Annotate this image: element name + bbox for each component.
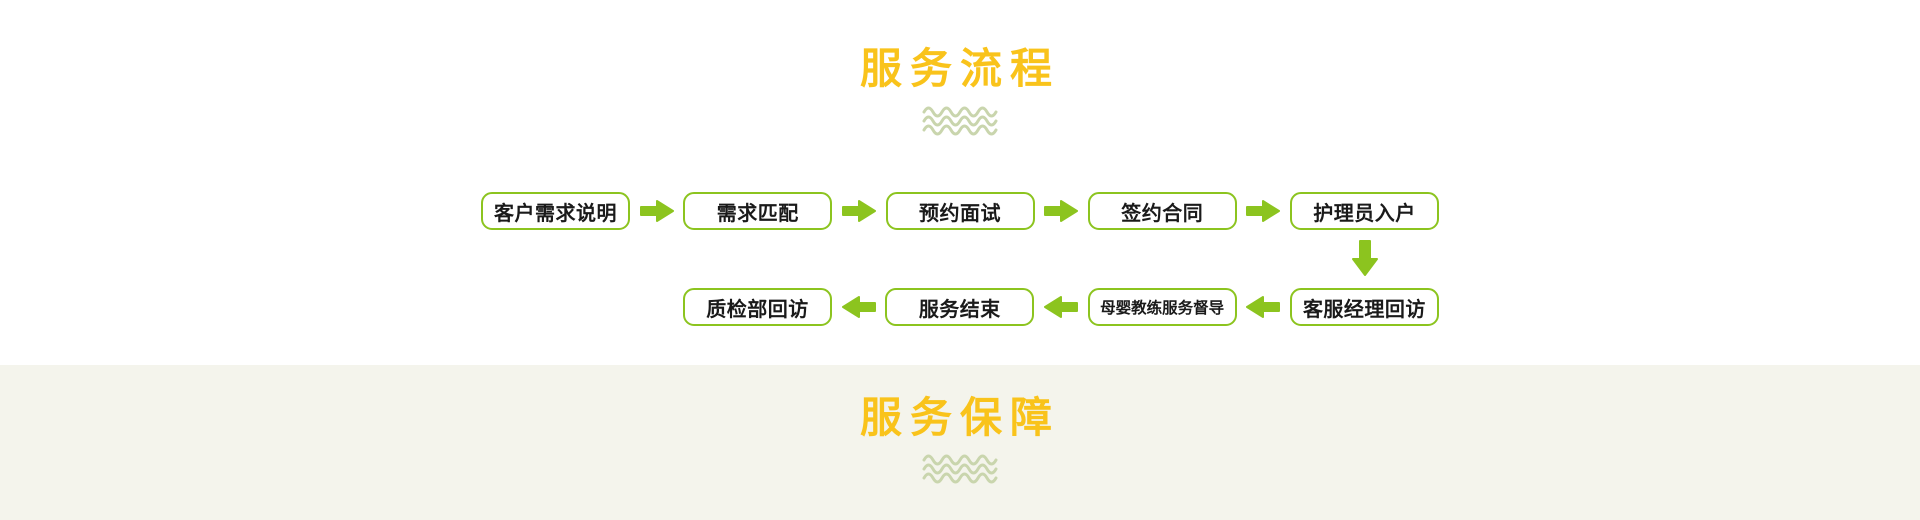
wave-icon: [0, 454, 1920, 484]
arrow-down-icon: [1352, 240, 1378, 276]
service-process-section: 服务流程 客户需求说明 需求匹配: [0, 45, 1920, 326]
flow-row-return: 质检部回访 服务结束 母婴教练服务督导: [683, 288, 1439, 326]
flow-connector-down: [481, 240, 1439, 276]
wave-icon: [0, 106, 1920, 136]
arrow-right-icon: [639, 199, 674, 223]
flow-row-forward: 客户需求说明 需求匹配 预约面试: [481, 192, 1439, 230]
arrow-right-icon: [841, 199, 876, 223]
flow-diagram: 客户需求说明 需求匹配 预约面试: [481, 192, 1439, 326]
arrow-right-icon: [1044, 199, 1079, 223]
flow-step-manager-follow-up: 客服经理回访: [1289, 288, 1439, 326]
flow-step-coach-supervision: 母婴教练服务督导: [1087, 288, 1237, 326]
arrow-left-icon: [841, 295, 876, 319]
guarantee-section-title: 服务保障: [859, 394, 1060, 441]
flow-step-interview-appointment: 预约面试: [885, 192, 1035, 230]
flow-step-qc-follow-up: 质检部回访: [683, 288, 832, 326]
arrow-left-icon: [1246, 295, 1281, 319]
service-guarantee-section: 服务保障: [0, 365, 1920, 520]
arrow-left-icon: [1043, 295, 1078, 319]
flow-step-needs-matching: 需求匹配: [683, 192, 833, 230]
arrow-right-icon: [1246, 199, 1281, 223]
flow-step-caregiver-move-in: 护理员入户: [1290, 192, 1439, 230]
process-section-title: 服务流程: [859, 45, 1060, 92]
flow-step-service-end: 服务结束: [885, 288, 1035, 326]
flow-step-customer-needs: 客户需求说明: [481, 192, 630, 230]
flow-step-contract-signing: 签约合同: [1087, 192, 1237, 230]
